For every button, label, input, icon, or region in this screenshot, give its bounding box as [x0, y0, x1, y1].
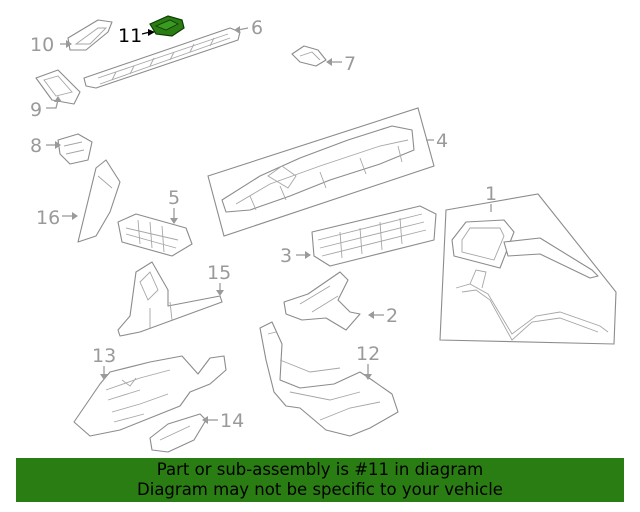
- parts-diagram: 10 11 6 7 9 8 4 16 5 1: [30, 15, 617, 453]
- callout-14: 14: [202, 410, 244, 432]
- part-11: [149, 15, 185, 37]
- part-15: [117, 261, 223, 337]
- callout-3: 3: [280, 245, 311, 267]
- part-14: [149, 413, 207, 453]
- part-12: [259, 321, 399, 437]
- part-7: [291, 45, 327, 67]
- svg-text:12: 12: [356, 343, 380, 365]
- part-3: [311, 205, 437, 267]
- callout-16: 16: [36, 207, 78, 229]
- svg-text:11: 11: [118, 25, 142, 47]
- callout-10: 10: [30, 34, 72, 56]
- svg-text:2: 2: [386, 305, 398, 327]
- part-1: [439, 193, 617, 345]
- svg-text:3: 3: [280, 245, 292, 267]
- part-16: [77, 159, 121, 243]
- callout-5: 5: [168, 187, 180, 224]
- callout-11: 11: [118, 25, 155, 47]
- svg-text:8: 8: [30, 135, 42, 157]
- svg-text:6: 6: [251, 17, 263, 39]
- svg-text:16: 16: [36, 207, 60, 229]
- part-6: [83, 27, 241, 89]
- callout-1: 1: [485, 183, 497, 212]
- callout-7: 7: [326, 53, 356, 75]
- callout-8: 8: [30, 135, 61, 157]
- banner-line-disclaimer: Diagram may not be specific to your vehi…: [137, 480, 503, 499]
- part-10: [67, 19, 113, 51]
- callout-13: 13: [92, 345, 116, 380]
- svg-text:9: 9: [30, 99, 42, 121]
- svg-text:13: 13: [92, 345, 116, 367]
- svg-text:1: 1: [485, 183, 497, 205]
- svg-text:10: 10: [30, 34, 54, 56]
- callout-2: 2: [368, 305, 398, 327]
- banner-line-part: Part or sub-assembly is #11 in diagram: [156, 460, 484, 479]
- callout-12: 12: [356, 343, 380, 380]
- part-13: [73, 355, 227, 437]
- svg-text:7: 7: [344, 53, 356, 75]
- part-5: [117, 213, 193, 257]
- svg-text:5: 5: [168, 187, 180, 209]
- part-info-banner: Part or sub-assembly is #11 in diagram D…: [16, 458, 624, 502]
- part-9: [35, 69, 81, 105]
- svg-text:4: 4: [436, 130, 448, 152]
- callout-15: 15: [207, 262, 231, 296]
- part-2: [283, 271, 361, 331]
- callout-9: 9: [30, 96, 62, 121]
- callout-4: 4: [426, 130, 448, 152]
- callout-6: 6: [234, 17, 263, 39]
- svg-text:14: 14: [220, 410, 244, 432]
- part-8: [57, 133, 93, 165]
- svg-text:15: 15: [207, 262, 231, 284]
- part-4: [207, 107, 435, 237]
